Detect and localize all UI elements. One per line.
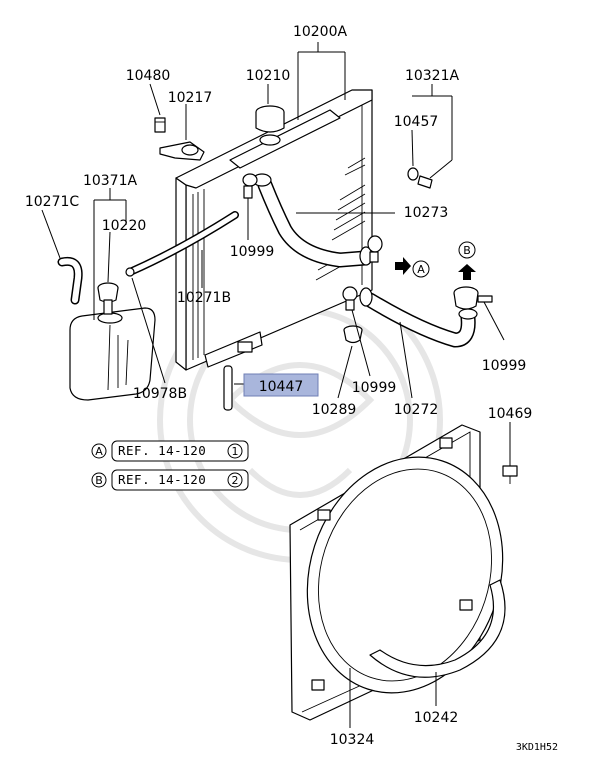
svg-text:A: A xyxy=(95,445,103,458)
reservoir-hose[interactable] xyxy=(57,256,83,305)
fan-shroud[interactable] xyxy=(278,424,533,721)
label-10469[interactable]: 10469 xyxy=(488,406,533,422)
label-10273[interactable]: 10273 xyxy=(404,205,449,221)
overflow-hose[interactable] xyxy=(126,211,239,276)
label-10447[interactable]: 10447 xyxy=(259,379,304,395)
diagram-code: 3KD1H52 xyxy=(516,742,558,753)
radiator-cap[interactable] xyxy=(255,105,285,146)
arrow-a xyxy=(395,257,411,275)
label-10220[interactable]: 10220 xyxy=(102,218,147,234)
label-10272[interactable]: 10272 xyxy=(394,402,439,418)
reference-a-number: 1 xyxy=(232,445,239,458)
label-10242[interactable]: 10242 xyxy=(414,710,459,726)
marker-b: B xyxy=(458,241,476,259)
label-10457[interactable]: 10457 xyxy=(394,114,439,130)
highlight-box xyxy=(243,373,319,397)
mounting-bracket[interactable] xyxy=(159,141,205,161)
label-10210[interactable]: 10210 xyxy=(246,68,291,84)
upper-radiator-hose[interactable] xyxy=(252,173,373,268)
hose-clamp-b[interactable] xyxy=(453,286,493,310)
drain-plug-washer[interactable] xyxy=(407,167,419,181)
svg-text:B: B xyxy=(95,474,103,487)
marker-a: A xyxy=(412,260,430,278)
bolt[interactable] xyxy=(154,117,166,133)
reservoir-cap[interactable] xyxy=(97,282,119,315)
reference-b[interactable]: B REF. 14-120 2 xyxy=(91,469,249,491)
label-10217[interactable]: 10217 xyxy=(168,90,213,106)
reference-a[interactable]: A REF. 14-120 1 xyxy=(91,440,249,462)
drain-cock[interactable] xyxy=(343,325,363,344)
label-10999-right[interactable]: 10999 xyxy=(482,358,527,374)
lower-radiator-hose[interactable] xyxy=(359,287,478,348)
label-10999-mid[interactable]: 10999 xyxy=(352,380,397,396)
drain-plug[interactable] xyxy=(417,175,433,189)
drain-hose-part[interactable] xyxy=(223,365,233,411)
label-10200A[interactable]: 10200A xyxy=(293,24,348,40)
label-10289[interactable]: 10289 xyxy=(312,402,357,418)
label-10271B[interactable]: 10271B xyxy=(177,290,231,306)
reference-b-text: REF. 14-120 xyxy=(118,472,206,487)
hose-clamp-lower[interactable] xyxy=(342,286,358,311)
reference-b-number: 2 xyxy=(232,474,239,487)
hose-clamp-right[interactable] xyxy=(367,235,383,263)
label-10271C[interactable]: 10271C xyxy=(25,194,80,210)
svg-text:B: B xyxy=(463,244,471,257)
shroud-bolt[interactable] xyxy=(502,465,518,484)
label-10978B[interactable]: 10978B xyxy=(133,386,187,402)
reservoir-tank[interactable] xyxy=(69,307,156,401)
svg-text:A: A xyxy=(417,263,425,276)
fan-shroud-lower[interactable] xyxy=(369,579,506,678)
reference-a-text: REF. 14-120 xyxy=(118,443,206,458)
label-10999-top[interactable]: 10999 xyxy=(230,244,275,260)
leader-lines xyxy=(41,42,511,728)
hose-clip[interactable] xyxy=(125,267,135,277)
label-10480[interactable]: 10480 xyxy=(126,68,171,84)
label-10321A[interactable]: 10321A xyxy=(405,68,460,84)
label-10371A[interactable]: 10371A xyxy=(83,173,138,189)
arrow-b xyxy=(458,264,476,280)
label-10324[interactable]: 10324 xyxy=(330,732,375,748)
part-labels: 10200A 10210 10321A 10480 10217 10457 10… xyxy=(25,24,532,748)
